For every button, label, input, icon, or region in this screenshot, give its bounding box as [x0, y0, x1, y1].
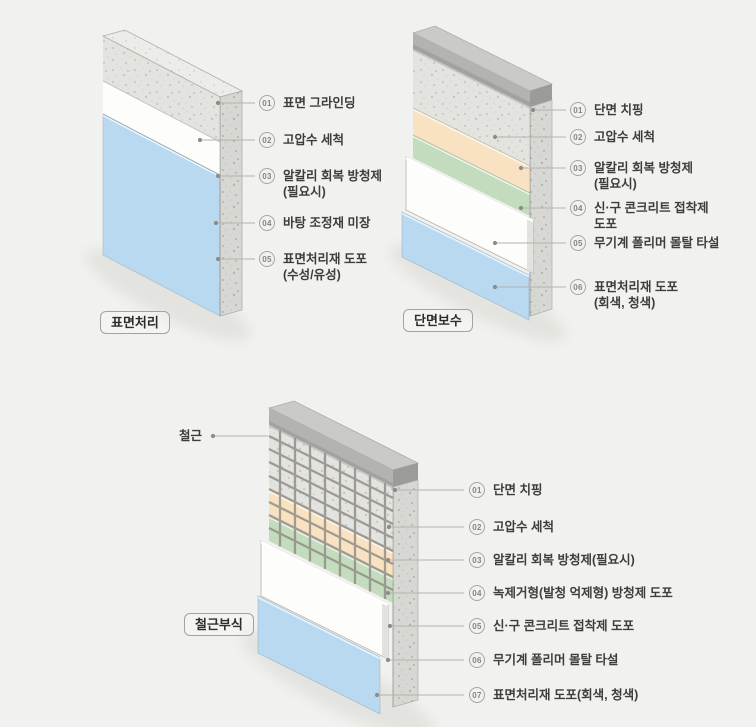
step-text: 표면처리재 도포(회색, 청색): [594, 280, 678, 310]
step-callout: 05 신·구 콘크리트 접착제 도포: [469, 618, 634, 634]
step-text: 표면 그라인딩: [283, 96, 356, 110]
step-callout: 04 바탕 조정재 미장: [259, 215, 370, 231]
step-text: 알칼리 회복 방청제(필요시): [594, 161, 693, 191]
step-callout: 02 고압수 세척: [259, 132, 344, 148]
diagram-title-section-repair: 단면보수: [403, 309, 473, 332]
step-callout: 01 단면 치핑: [570, 102, 643, 118]
wall-shadow: [85, 248, 251, 342]
step-number-badge: 03: [570, 160, 586, 176]
step-callout: 03 알칼리 회복 방청제(필요시): [259, 168, 382, 200]
step-text: 녹제거형(발청 억제형) 방청제 도포: [493, 586, 673, 600]
wall-illustration-rebar-corrosion: [257, 400, 420, 715]
step-text: 단면 치핑: [594, 103, 644, 117]
step-text: 고압수 세척: [594, 130, 655, 144]
step-callout: 07 표면처리재 도포(회색, 청색): [469, 687, 638, 703]
step-callout: 02 고압수 세척: [570, 129, 655, 145]
step-number-badge: 05: [469, 618, 485, 634]
step-text: 알칼리 회복 방청제(필요시): [283, 169, 382, 199]
step-number-badge: 04: [259, 215, 275, 231]
step-number-badge: 04: [469, 585, 485, 601]
step-text: 무기계 폴리머 몰탈 타설: [594, 236, 720, 250]
step-callout: 05 표면처리재 도포(수성/유성): [259, 251, 367, 283]
step-text: 바탕 조정재 미장: [283, 216, 371, 230]
step-number-badge: 01: [469, 482, 485, 498]
step-number-badge: 02: [570, 129, 586, 145]
step-number-badge: 06: [570, 279, 586, 295]
step-number-badge: 02: [469, 519, 485, 535]
step-text: 고압수 세척: [493, 520, 554, 534]
diagram-title-surface-treatment: 표면처리: [100, 311, 170, 334]
step-number-badge: 04: [570, 200, 586, 216]
step-number-badge: 03: [259, 168, 275, 184]
step-text: 표면처리재 도포(수성/유성): [283, 252, 367, 282]
step-callout: 03 알칼리 회복 방청제(필요시): [570, 160, 693, 192]
rebar-annotation: 철근: [179, 429, 203, 443]
step-callout: 05 무기계 폴리머 몰탈 타설: [570, 235, 719, 251]
step-number-badge: 07: [469, 687, 485, 703]
step-callout: 04 녹제거형(발청 억제형) 방청제 도포: [469, 585, 673, 601]
step-number-badge: 06: [469, 652, 485, 668]
step-callout: 01 표면 그라인딩: [259, 95, 355, 111]
step-callout: 06 무기계 폴리머 몰탈 타설: [469, 652, 618, 668]
rebar-mesh: [268, 430, 394, 599]
leader-lines: [200, 102, 566, 696]
step-callout: 02 고압수 세척: [469, 519, 554, 535]
step-number-badge: 01: [570, 102, 586, 118]
step-number-badge: 03: [469, 552, 485, 568]
step-text: 무기계 폴리머 몰탈 타설: [493, 653, 619, 667]
step-text: 표면처리재 도포(회색, 청색): [493, 688, 639, 702]
step-callout: 01 단면 치핑: [469, 482, 542, 498]
wall-illustration-section-repair: [401, 25, 554, 321]
step-text: 신·구 콘크리트 접착제 도포: [493, 619, 635, 633]
step-number-badge: 05: [570, 235, 586, 251]
step-text: 알칼리 회복 방청제(필요시): [493, 553, 635, 567]
step-number-badge: 01: [259, 95, 275, 111]
step-number-badge: 02: [259, 132, 275, 148]
step-number-badge: 05: [259, 251, 275, 267]
wall-illustration-surface-treatment: [101, 29, 244, 317]
step-callout: 03 알칼리 회복 방청제(필요시): [469, 552, 635, 568]
step-callout: 06 표면처리재 도포(회색, 청색): [570, 279, 678, 311]
step-text: 고압수 세척: [283, 133, 344, 147]
step-text: 단면 치핑: [493, 483, 543, 497]
diagram-title-rebar-corrosion: 철근부식: [184, 613, 254, 636]
leader-dots: [197, 100, 536, 698]
